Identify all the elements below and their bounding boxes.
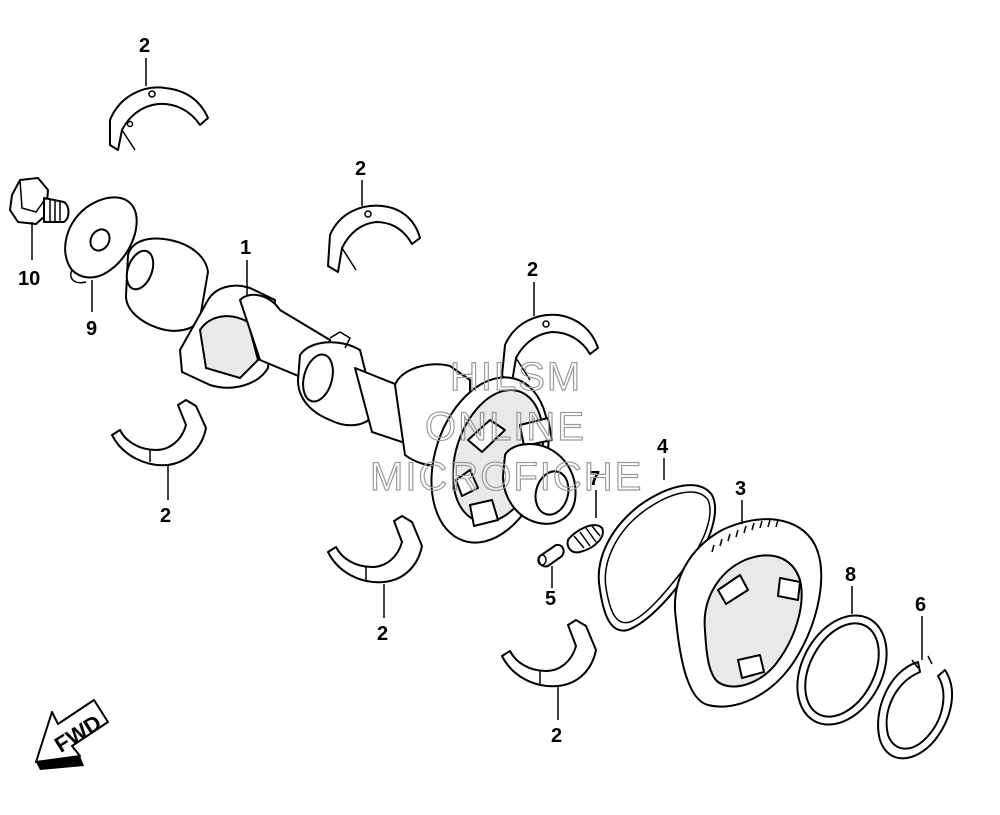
- fwd-arrow: FWD: [35, 699, 109, 770]
- spring-icon[interactable]: [566, 524, 604, 554]
- watermark-line1: HILSM: [450, 355, 582, 399]
- o-ring-icon[interactable]: [597, 484, 716, 632]
- callout-7: 7: [589, 468, 600, 490]
- callout-2: 2: [160, 505, 171, 527]
- leader-lines: [31, 58, 923, 720]
- watermark-line3: MICROFICHE: [370, 455, 643, 499]
- arrow-icon: [35, 699, 109, 763]
- bolt-icon[interactable]: [9, 177, 70, 225]
- callout-2: 2: [139, 35, 150, 57]
- callout-3: 3: [735, 478, 746, 500]
- callout-5: 5: [545, 588, 556, 610]
- callout-10: 10: [18, 268, 40, 290]
- callout-2: 2: [355, 158, 366, 180]
- circlip-icon[interactable]: [877, 655, 953, 760]
- crankshaft-icon[interactable]: [122, 237, 577, 558]
- callout-8: 8: [845, 564, 856, 586]
- ring-gear-icon[interactable]: [673, 518, 823, 708]
- bearing-shell-top-3[interactable]: [501, 313, 599, 383]
- callout-2: 2: [377, 623, 388, 645]
- bearing-shell-top-1[interactable]: [109, 86, 209, 151]
- callout-6: 6: [915, 594, 926, 616]
- washer-ring-icon[interactable]: [779, 600, 904, 740]
- pin-icon[interactable]: [537, 543, 565, 568]
- watermark: HILSM ONLINE MICROFICHE: [369, 354, 643, 499]
- bearing-shell-bottom-1[interactable]: [111, 399, 207, 467]
- bearing-shell-bottom-2[interactable]: [327, 515, 423, 584]
- callout-1: 1: [240, 237, 251, 259]
- watermark-line2: ONLINE: [425, 405, 586, 449]
- bearing-shell-bottom-3[interactable]: [501, 619, 597, 688]
- callout-labels: 2 2 2 2 2 2 1 10 9 4 3 7 5 8 6: [18, 35, 926, 747]
- washer-icon[interactable]: [64, 196, 138, 284]
- callout-2: 2: [551, 725, 562, 747]
- callout-9: 9: [86, 318, 97, 340]
- bearing-shell-top-2[interactable]: [327, 204, 421, 273]
- callout-4: 4: [657, 436, 669, 458]
- callout-2: 2: [527, 259, 538, 281]
